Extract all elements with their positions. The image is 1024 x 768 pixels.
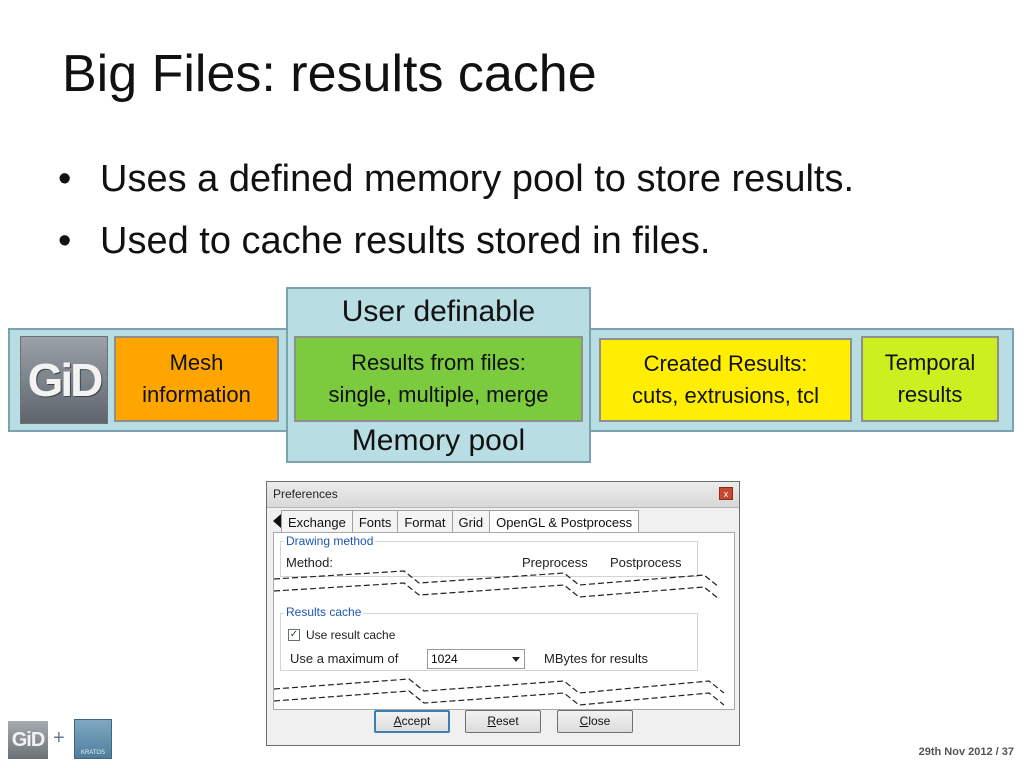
box-line: Created Results: [643,351,808,376]
close-text: lose [588,714,611,728]
gid-logo-text: GiD [27,354,104,406]
tab-grid[interactable]: Grid [451,510,491,533]
accept-mnemonic: A [393,714,402,728]
box-line: cuts, extrusions, tcl [631,383,820,408]
break-lines-top [274,570,720,600]
box-line: Results from files: [351,350,526,375]
bullet-item: • Uses a defined memory pool to store res… [58,154,854,216]
close-icon[interactable]: x [719,487,733,500]
close-mnemonic: C [579,714,589,728]
bullet-list: • Uses a defined memory pool to store res… [58,154,854,278]
preferences-dialog: Preferences x Exchange Fonts Format Grid… [266,481,740,746]
mesh-info-box: Mesh information [114,336,279,422]
bullet-dot: • [58,158,72,200]
tab-bar: Exchange Fonts Format Grid OpenGL & Post… [281,510,640,533]
slide-title: Big Files: results cache [62,45,597,103]
pool-top-label: User definable [341,295,536,328]
reset-text: eset [495,714,519,728]
break-lines-bottom [274,678,725,706]
tab-opengl-postprocess[interactable]: OpenGL & Postprocess [489,510,640,533]
footer-gid-logo: GiD [8,721,48,759]
box-line: Temporal [884,350,976,375]
bullet-text: Used to cache results stored in files. [100,220,711,262]
tab-fonts[interactable]: Fonts [351,510,399,533]
method-label: Method: [286,555,333,570]
gid-logo: GiD [20,336,108,424]
temporal-results-box: Temporal results [861,336,999,422]
created-results-box: Created Results: cuts, extrusions, tcl [599,338,852,422]
use-result-cache-label: Use result cache [306,628,396,642]
bullet-text: Uses a defined memory pool to store resu… [100,158,855,200]
box-line: information [142,382,251,407]
tab-pane: Drawing method Method: Preprocess Postpr… [273,532,735,710]
kratos-logo: KRATOS [74,719,112,759]
max-label: Use a maximum of [290,651,399,666]
drawing-method-label: Drawing method [284,534,376,548]
dialog-titlebar[interactable]: Preferences x [267,482,739,508]
pool-bottom-label: Memory pool [351,424,526,457]
results-from-files-box: Results from files: single, multiple, mer… [294,336,583,422]
results-cache-group [280,613,698,671]
plus-sign: + [53,727,65,749]
drawing-method-group [280,541,698,577]
preprocess-column: Preprocess [522,555,588,570]
accept-button[interactable]: Accept [374,710,450,733]
accept-text: ccept [401,714,431,728]
tab-exchange[interactable]: Exchange [281,510,353,533]
postprocess-column: Postprocess [610,555,682,570]
cache-size-value: 1024 [431,652,458,666]
cache-size-dropdown[interactable]: 1024 [427,649,525,669]
footer-gid-text: GiD [11,728,46,751]
units-label: MBytes for results [544,651,649,666]
close-button[interactable]: Close [557,710,633,733]
reset-mnemonic: R [487,714,496,728]
reset-button[interactable]: Reset [465,710,541,733]
tab-scroll-left-icon[interactable] [273,514,281,528]
box-line: Mesh [169,350,224,375]
results-cache-label: Results cache [284,605,364,619]
use-result-cache-checkbox[interactable]: ✓ [288,629,300,641]
bullet-dot: • [58,220,72,262]
box-line: single, multiple, merge [328,382,549,407]
memory-pool-box: User definable Memory pool [286,287,591,463]
bullet-item: • Used to cache results stored in files. [58,216,854,278]
tab-format[interactable]: Format [397,510,453,533]
kratos-label: KRATOS [80,750,106,756]
chevron-down-icon [512,657,520,662]
box-line: results [897,382,963,407]
page-number: 29th Nov 2012 / 37 [918,746,1014,758]
dialog-title: Preferences [273,487,338,501]
